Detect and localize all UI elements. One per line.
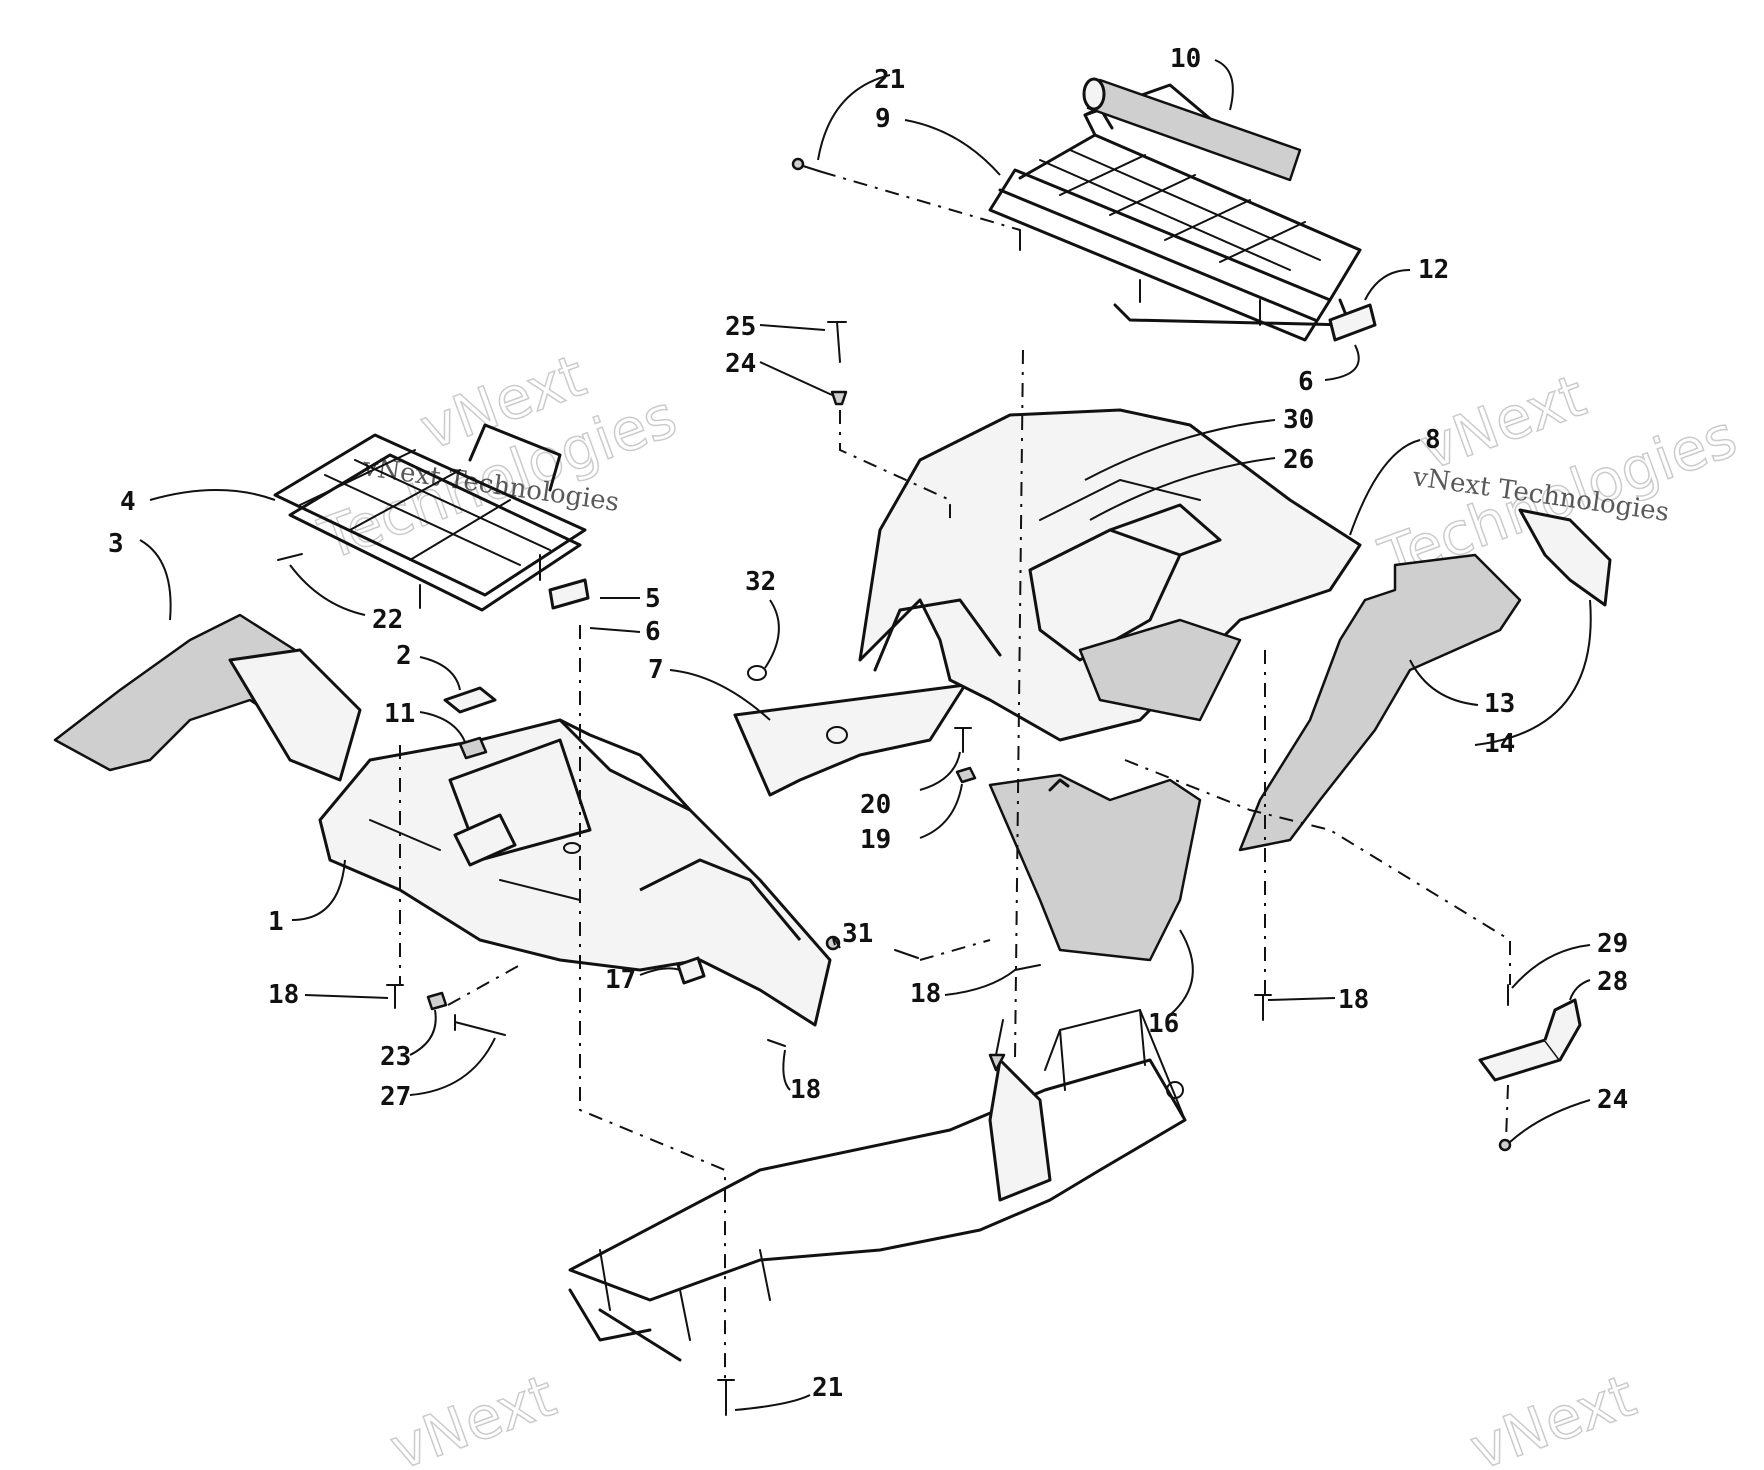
callout-28: 28 (1597, 967, 1628, 997)
callout-14: 14 (1484, 729, 1515, 759)
bolt-18-e (1254, 994, 1272, 1021)
rear-fender-flare (1238, 508, 1612, 852)
callout-31: 31 (842, 919, 873, 949)
nut-19 (955, 766, 977, 784)
bracket-28 (1478, 998, 1582, 1082)
callout-1: 1 (268, 907, 284, 937)
callout-30: 30 (1283, 405, 1314, 435)
splash-guard (988, 773, 1202, 962)
callout-18-left: 18 (268, 980, 299, 1010)
front-fender-flare (53, 613, 362, 782)
bolt-25 (827, 321, 847, 363)
callouts: 21 9 10 12 25 24 6 30 26 8 4 3 2 (108, 44, 1628, 1411)
bolt-20 (954, 727, 972, 753)
front-rack (273, 423, 587, 612)
callout-20: 20 (860, 790, 891, 820)
callout-4: 4 (120, 487, 136, 517)
callout-6-left: 6 (645, 617, 661, 647)
callout-8: 8 (1425, 425, 1441, 455)
callout-10: 10 (1170, 44, 1201, 74)
bolt-27 (454, 1014, 506, 1036)
callout-18-right: 18 (1338, 985, 1369, 1015)
callout-16: 16 (1148, 1009, 1179, 1039)
rack-bumper-pad (1082, 77, 1302, 182)
bolt-18-b (894, 949, 919, 959)
front-fender (318, 718, 832, 1027)
callout-7: 7 (648, 655, 664, 685)
callout-25: 25 (725, 312, 756, 342)
callout-2: 2 (396, 641, 412, 671)
arrow-to-frame (988, 1019, 1006, 1072)
callout-29: 29 (1597, 929, 1628, 959)
callout-18-bottom: 18 (790, 1075, 821, 1105)
fender-cap (443, 686, 497, 714)
bracket-5 (548, 578, 590, 610)
bushing-17 (676, 956, 706, 985)
callout-22: 22 (372, 605, 403, 635)
callout-5: 5 (645, 584, 661, 614)
assembly-lines (399, 171, 1511, 1380)
callout-32: 32 (745, 567, 776, 597)
rear-fender (858, 408, 1362, 742)
callout-21-top: 21 (874, 65, 905, 95)
watermark-text-vnext: vNext (382, 1361, 564, 1470)
chassis-frame (568, 1009, 1187, 1362)
callout-11: 11 (384, 699, 415, 729)
nut-24-top (830, 390, 848, 406)
callout-13: 13 (1484, 689, 1515, 719)
callout-17: 17 (605, 965, 636, 995)
callout-3: 3 (108, 529, 124, 559)
grommet-32 (747, 665, 767, 681)
side-panel-7 (733, 683, 967, 797)
nut-24-bottom (1498, 1138, 1512, 1152)
callout-12: 12 (1418, 255, 1449, 285)
watermark-bottom: vNext vNext (381, 1361, 1645, 1470)
bolt-22 (277, 553, 303, 561)
callout-9: 9 (875, 104, 891, 134)
callout-24-bottom: 24 (1597, 1085, 1628, 1115)
callout-24-top: 24 (725, 349, 756, 379)
bolt-21-bottom (717, 1379, 735, 1416)
bolt-18-d (767, 1039, 786, 1047)
callout-23: 23 (380, 1042, 411, 1072)
watermark-text-vnext: vNext (1462, 1361, 1644, 1470)
callout-19: 19 (860, 825, 891, 855)
callout-27: 27 (380, 1082, 411, 1112)
callout-21-bottom: 21 (812, 1373, 843, 1403)
nut-23 (426, 991, 448, 1011)
callout-6-right: 6 (1298, 367, 1314, 397)
rack-mount-bracket (1328, 303, 1377, 342)
bolt-18-c (1014, 964, 1041, 971)
bolt-18-a (386, 984, 404, 1009)
clip-11 (458, 736, 488, 760)
callout-18-center: 18 (910, 979, 941, 1009)
callout-26: 26 (1283, 445, 1314, 475)
bolt-21-top (791, 157, 823, 173)
